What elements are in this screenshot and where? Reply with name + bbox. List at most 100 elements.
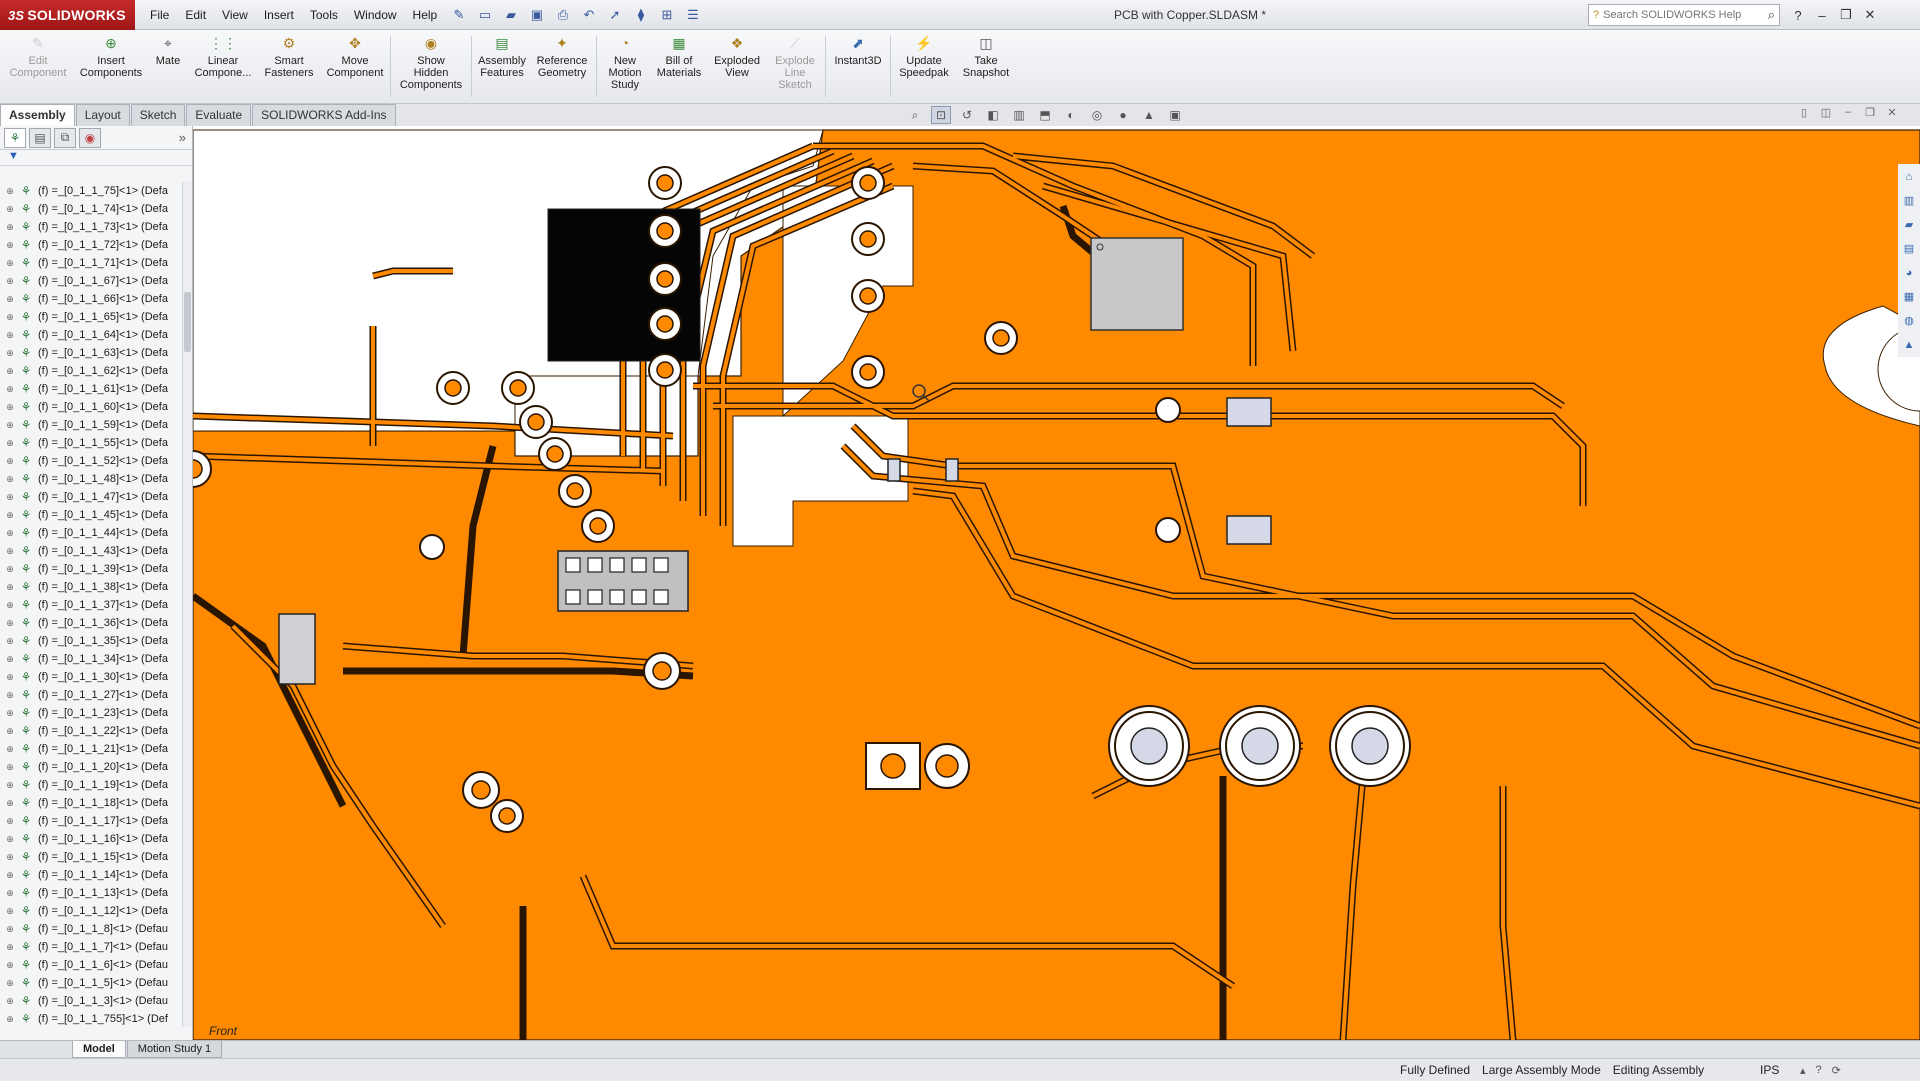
menu-edit[interactable]: Edit — [185, 8, 207, 22]
expand-icon[interactable]: ⊕ — [6, 815, 14, 826]
search-box[interactable]: ? ⌕ — [1588, 4, 1780, 26]
view-orientation-icon[interactable]: ⬒ — [1039, 108, 1051, 122]
expand-icon[interactable]: ⊕ — [6, 185, 14, 196]
expand-panel-icon[interactable]: » — [178, 130, 186, 145]
expand-icon[interactable]: ⊕ — [6, 437, 14, 448]
tree-item[interactable]: ⊕⚘(f) =_[0_1_1_47]<1> (Defa — [0, 488, 182, 506]
tree-item[interactable]: ⊕⚘(f) =_[0_1_1_39]<1> (Defa — [0, 560, 182, 578]
expand-icon[interactable]: ⊕ — [6, 311, 14, 322]
tree-item[interactable]: ⊕⚘(f) =_[0_1_1_7]<1> (Defau — [0, 938, 182, 956]
appearances-icon[interactable]: ◕ — [1905, 266, 1913, 279]
restore-icon[interactable]: ❐ — [1840, 7, 1852, 22]
tree-item[interactable]: ⊕⚘(f) =_[0_1_1_22]<1> (Defa — [0, 722, 182, 740]
tree-item[interactable]: ⊕⚘(f) =_[0_1_1_16]<1> (Defa — [0, 830, 182, 848]
expand-icon[interactable]: ⊕ — [6, 707, 14, 718]
custom-properties-icon[interactable]: ▦ — [1903, 291, 1915, 303]
expand-icon[interactable]: ⊕ — [6, 221, 14, 232]
expand-icon[interactable]: ⊕ — [6, 347, 14, 358]
tree-item[interactable]: ⊕⚘(f) =_[0_1_1_37]<1> (Defa — [0, 596, 182, 614]
tree-item[interactable]: ⊕⚘(f) =_[0_1_1_66]<1> (Defa — [0, 290, 182, 308]
smd-resistor[interactable] — [887, 458, 901, 482]
expand-icon[interactable]: ⊕ — [6, 509, 14, 520]
menu-file[interactable]: File — [150, 8, 170, 22]
expand-icon[interactable]: ⊕ — [6, 779, 14, 790]
expand-icon[interactable]: ⊕ — [6, 365, 14, 376]
tree-item[interactable]: ⊕⚘(f) =_[0_1_1_8]<1> (Defau — [0, 920, 182, 938]
chevron-up-icon[interactable]: ▴ — [1800, 1064, 1806, 1077]
tab-assembly[interactable]: Assembly — [0, 104, 75, 126]
viewport-minimize-icon[interactable]: – — [1844, 106, 1852, 118]
expand-icon[interactable]: ⊕ — [6, 419, 14, 430]
display-style-icon[interactable]: ◐ — [1067, 108, 1075, 122]
file-explorer-icon[interactable]: ▰ — [1904, 219, 1914, 231]
solidworks-resources-icon[interactable]: ⌂ — [1905, 170, 1913, 183]
expand-icon[interactable]: ⊕ — [6, 959, 14, 970]
tree-item[interactable]: ⊕⚘(f) =_[0_1_1_5]<1> (Defau — [0, 974, 182, 992]
expand-icon[interactable]: ⊕ — [6, 995, 14, 1006]
bill-of-materials-button[interactable]: ▦Bill of Materials — [656, 34, 702, 80]
tab-addins[interactable]: SOLIDWORKS Add-Ins — [252, 104, 396, 126]
tree-item[interactable]: ⊕⚘(f) =_[0_1_1_35]<1> (Defa — [0, 632, 182, 650]
display-manager-tab-icon[interactable]: ◉ — [79, 127, 101, 148]
configuration-manager-tab-icon[interactable]: ⧉ — [54, 127, 76, 148]
tab-layout[interactable]: Layout — [75, 104, 130, 126]
tree-item[interactable]: ⊕⚘(f) =_[0_1_1_21]<1> (Defa — [0, 740, 182, 758]
previous-view-icon[interactable]: ↺ — [961, 108, 973, 122]
tree-item[interactable]: ⊕⚘(f) =_[0_1_1_62]<1> (Defa — [0, 362, 182, 380]
tree-item[interactable]: ⊕⚘(f) =_[0_1_1_14]<1> (Defa — [0, 866, 182, 884]
tree-item[interactable]: ⊕⚘(f) =_[0_1_1_64]<1> (Defa — [0, 326, 182, 344]
tree-scrollbar[interactable] — [182, 182, 192, 1027]
tree-item[interactable]: ⊕⚘(f) =_[0_1_1_18]<1> (Defa — [0, 794, 182, 812]
expand-icon[interactable]: ⊕ — [6, 401, 14, 412]
rebuild-status-icon[interactable]: ⟳ — [1831, 1064, 1841, 1077]
show-hidden-components-button[interactable]: ◉Show Hidden Components — [399, 34, 463, 92]
tree-item[interactable]: ⊕⚘(f) =_[0_1_1_38]<1> (Defa — [0, 578, 182, 596]
tree-item[interactable]: ⊕⚘(f) =_[0_1_1_19]<1> (Defa — [0, 776, 182, 794]
options-icon[interactable]: ☰ — [687, 7, 699, 22]
expand-icon[interactable]: ⊕ — [6, 725, 14, 736]
smd-regulator[interactable] — [278, 613, 316, 685]
expand-icon[interactable]: ⊕ — [6, 689, 14, 700]
viewport-split-icon[interactable]: ◫ — [1820, 107, 1832, 119]
move-component-button[interactable]: ✥Move Component — [326, 34, 384, 80]
tree-item[interactable]: ⊕⚘(f) =_[0_1_1_67]<1> (Defa — [0, 272, 182, 290]
tree-item[interactable]: ⊕⚘(f) =_[0_1_1_15]<1> (Defa — [0, 848, 182, 866]
viewport-tile-icon[interactable]: ▯ — [1800, 107, 1808, 119]
expand-icon[interactable]: ⊕ — [6, 1013, 14, 1024]
tree-item[interactable]: ⊕⚘(f) =_[0_1_1_60]<1> (Defa — [0, 398, 182, 416]
tree-item[interactable]: ⊕⚘(f) =_[0_1_1_73]<1> (Defa — [0, 218, 182, 236]
viewport-close-icon[interactable]: ✕ — [1887, 107, 1897, 119]
filter-icon[interactable]: ▼ — [0, 150, 192, 166]
expand-icon[interactable]: ⊕ — [6, 761, 14, 772]
menu-insert[interactable]: Insert — [263, 8, 294, 22]
3d-content-icon[interactable]: ▲ — [1903, 338, 1915, 351]
smd-resistor[interactable] — [945, 458, 959, 482]
tree-item[interactable]: ⊕⚘(f) =_[0_1_1_43]<1> (Defa — [0, 542, 182, 560]
mate-button[interactable]: ⌖Mate — [155, 34, 181, 68]
tree-item[interactable]: ⊕⚘(f) =_[0_1_1_48]<1> (Defa — [0, 470, 182, 488]
expand-icon[interactable]: ⊕ — [6, 617, 14, 628]
expand-icon[interactable]: ⊕ — [6, 671, 14, 682]
zoom-to-fit-icon[interactable]: ⌕ — [911, 107, 919, 122]
tree-item[interactable]: ⊕⚘(f) =_[0_1_1_17]<1> (Defa — [0, 812, 182, 830]
viewport-restore-icon[interactable]: ❐ — [1865, 107, 1875, 119]
expand-icon[interactable]: ⊕ — [6, 545, 14, 556]
menu-tools[interactable]: Tools — [309, 8, 338, 22]
expand-icon[interactable]: ⊕ — [6, 833, 14, 844]
expand-icon[interactable]: ⊕ — [6, 851, 14, 862]
property-manager-tab-icon[interactable]: ▤ — [29, 127, 51, 148]
smart-fasteners-button[interactable]: ⚙Smart Fasteners — [264, 34, 314, 80]
smd-capacitor[interactable] — [1226, 515, 1272, 545]
tree-item[interactable]: ⊕⚘(f) =_[0_1_1_36]<1> (Defa — [0, 614, 182, 632]
tree-item[interactable]: ⊕⚘(f) =_[0_1_1_55]<1> (Defa — [0, 434, 182, 452]
tree-item[interactable]: ⊕⚘(f) =_[0_1_1_74]<1> (Defa — [0, 200, 182, 218]
zoom-to-area-icon[interactable]: ⊡ — [931, 106, 951, 124]
tree-item[interactable]: ⊕⚘(f) =_[0_1_1_59]<1> (Defa — [0, 416, 182, 434]
tab-sketch[interactable]: Sketch — [130, 104, 186, 126]
tree-item[interactable]: ⊕⚘(f) =_[0_1_1_755]<1> (Def — [0, 1010, 182, 1027]
help-icon[interactable]: ? — [1794, 7, 1802, 23]
quick-tips-icon[interactable]: ? — [1815, 1064, 1822, 1076]
design-library-icon[interactable]: ▥ — [1903, 195, 1915, 207]
tab-motion-study-1[interactable]: Motion Study 1 — [126, 1041, 223, 1058]
menu-window[interactable]: Window — [353, 8, 397, 22]
